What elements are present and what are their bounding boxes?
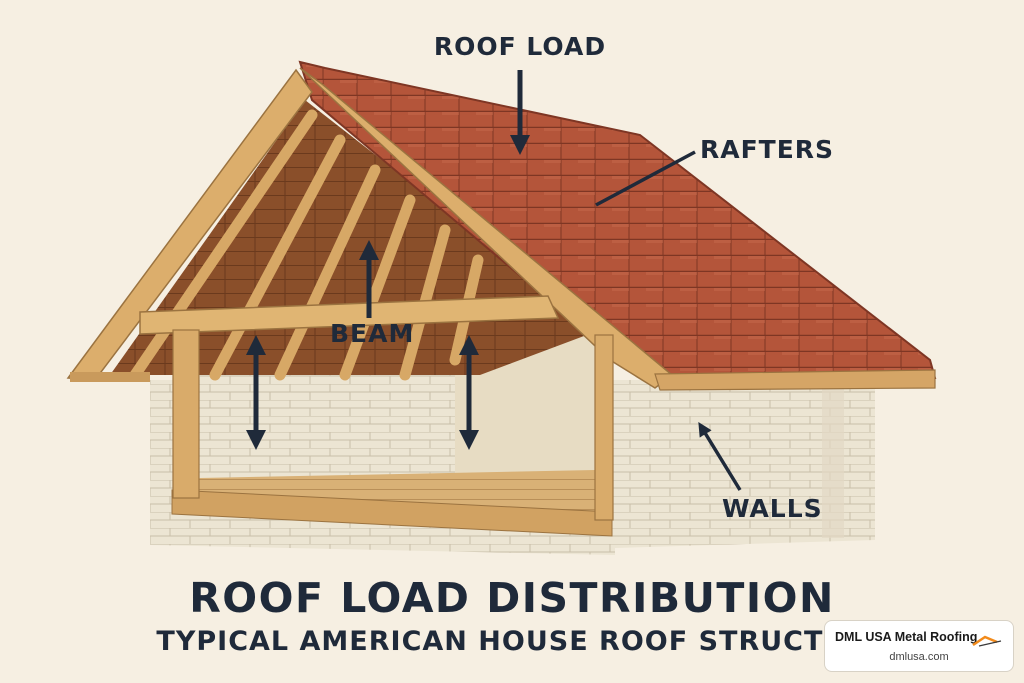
diagram-title: ROOF LOAD DISTRIBUTION bbox=[189, 574, 835, 622]
rafters-leader-line bbox=[595, 150, 696, 207]
load-arrows bbox=[246, 70, 530, 450]
corner-pilaster bbox=[822, 388, 844, 538]
beam bbox=[139, 295, 560, 335]
post-right bbox=[594, 334, 614, 521]
walls-leader-line bbox=[698, 422, 742, 491]
eave-board-left bbox=[70, 372, 150, 382]
label-rafters: RAFTERS bbox=[700, 135, 834, 164]
brand-badge: DML USA Metal Roofing dmlusa.com bbox=[824, 620, 1014, 672]
right-wall bbox=[615, 380, 875, 548]
diagram-subtitle: TYPICAL AMERICAN HOUSE ROOF STRUCTURE bbox=[156, 626, 888, 657]
post-left bbox=[172, 329, 200, 499]
floor-sill bbox=[171, 489, 613, 537]
roof-swoosh-icon bbox=[972, 635, 1002, 647]
label-walls: WALLS bbox=[722, 494, 823, 523]
floor bbox=[172, 470, 612, 515]
eave-fascia bbox=[654, 369, 936, 391]
brand-name: DML USA Metal Roofing bbox=[835, 630, 978, 644]
label-beam: BEAM bbox=[330, 319, 414, 348]
label-roof-load: ROOF LOAD bbox=[434, 32, 606, 61]
brand-url: dmlusa.com bbox=[889, 651, 949, 663]
